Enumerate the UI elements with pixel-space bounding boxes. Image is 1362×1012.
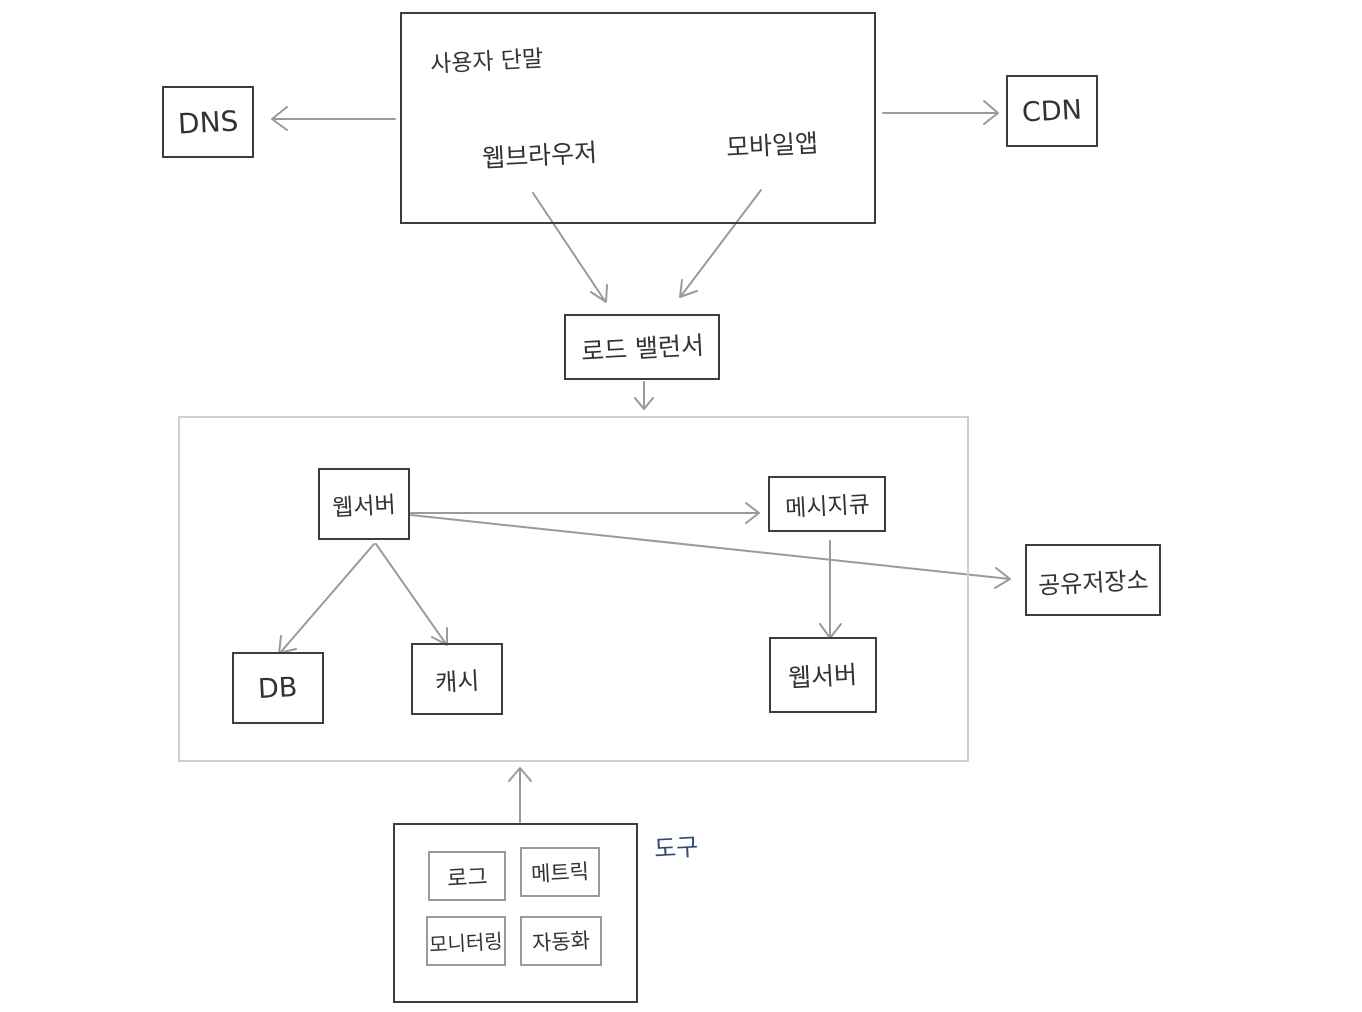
tools-title: 도구 <box>653 832 700 864</box>
mobile-app-label: 모바일앱 <box>725 128 819 163</box>
arrow-webserver-to-cache <box>375 543 448 646</box>
shared-storage-label: 공유저장소 <box>1037 565 1149 600</box>
arrow-mobile-to-lb <box>679 189 762 298</box>
automation-label: 자동화 <box>531 928 591 956</box>
web-server-label: 웹서버 <box>331 492 397 522</box>
arrow-lb-to-webtier <box>634 381 654 410</box>
web-server-2-label: 웹서버 <box>787 660 859 693</box>
cdn-box: CDN <box>1006 75 1098 147</box>
web-browser-label: 웹브라우저 <box>481 138 598 173</box>
db-box: DB <box>232 652 324 724</box>
arrow-client-to-cdn <box>882 100 999 125</box>
log-box: 로그 <box>428 851 506 901</box>
metrics-label: 메트릭 <box>530 859 590 887</box>
user-device-title: 사용자 단말 <box>429 46 544 78</box>
log-label: 로그 <box>446 864 488 893</box>
metrics-box: 메트릭 <box>520 847 600 897</box>
arrow-tools-to-webtier <box>508 767 532 823</box>
monitoring-label: 모니터링 <box>428 928 504 957</box>
arrow-client-to-dns <box>271 106 396 131</box>
cache-label: 캐시 <box>434 666 480 697</box>
message-queue-label: 메시지큐 <box>784 491 871 523</box>
db-label: DB <box>257 671 299 705</box>
user-device-box: 사용자 단말 웹브라우저 모바일앱 <box>400 12 876 224</box>
automation-box: 자동화 <box>520 916 602 966</box>
monitoring-box: 모니터링 <box>426 916 506 966</box>
arrow-webserver-to-queue <box>410 502 760 524</box>
message-queue-box: 메시지큐 <box>768 476 886 532</box>
arrow-browser-to-lb <box>532 192 608 303</box>
tools-box <box>393 823 638 1003</box>
shared-storage-box: 공유저장소 <box>1025 544 1161 616</box>
load-balancer-label: 로드 밸런서 <box>579 330 705 367</box>
dns-label: DNS <box>177 103 239 141</box>
dns-box: DNS <box>162 86 254 158</box>
web-tier-group <box>178 416 969 762</box>
arrow-webserver-to-storage <box>410 514 1011 589</box>
cdn-label: CDN <box>1021 93 1083 129</box>
load-balancer-box: 로드 밸런서 <box>564 314 720 380</box>
web-server-2-box: 웹서버 <box>769 637 877 713</box>
web-server-box: 웹서버 <box>318 468 410 540</box>
cache-box: 캐시 <box>411 643 503 715</box>
